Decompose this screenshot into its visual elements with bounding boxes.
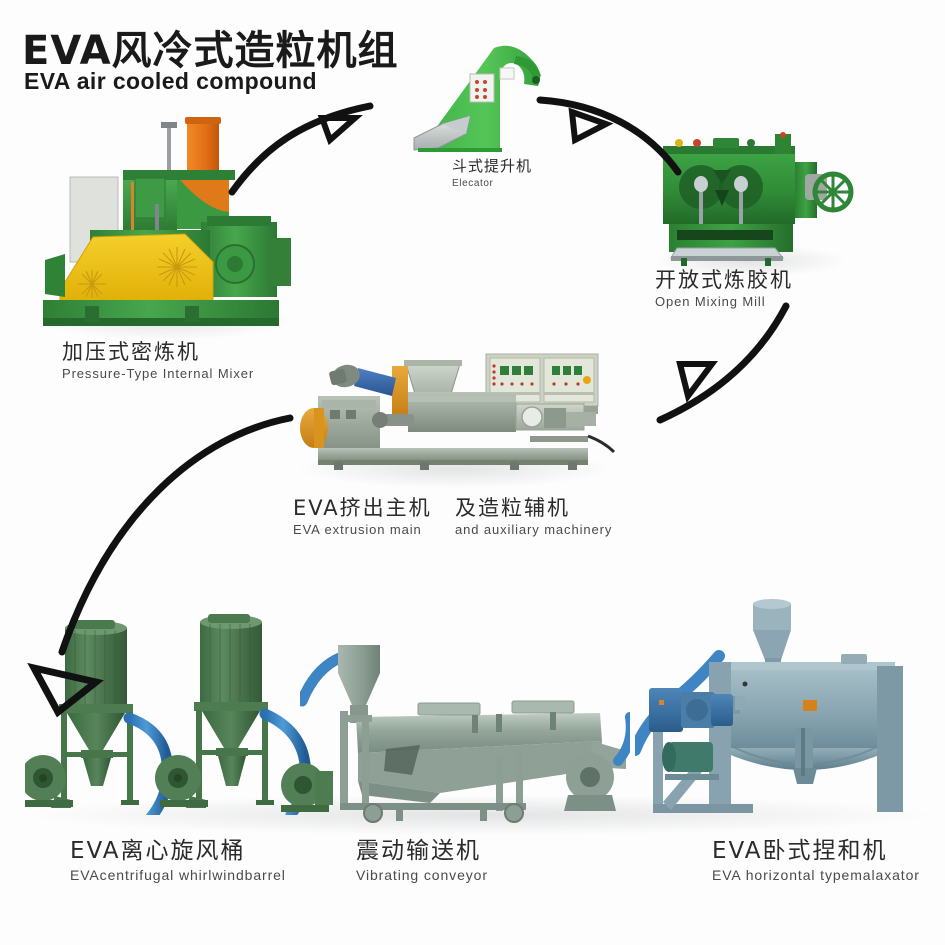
machine-vibrating-conveyor	[300, 645, 630, 825]
caption-cn: EVA离心旋风桶	[70, 838, 246, 864]
caption-en: EVAcentrifugal whirlwindbarrel	[70, 867, 286, 884]
caption-open-mixing-mill: 开放式炼胶机 Open Mixing Mill	[655, 268, 793, 311]
caption-pressure-type-internal-mixer: 加压式密炼机 Pressure-Type Internal Mixer	[62, 340, 254, 383]
caption-cn: 震动输送机	[356, 838, 481, 864]
caption-elevator: 斗式提升机 Elecator	[452, 157, 533, 190]
machine-elevator	[408, 42, 568, 160]
caption-eva-extrusion-main: EVA挤出主机 EVA extrusion main	[293, 496, 432, 539]
caption-cn: 加压式密炼机	[62, 340, 200, 364]
caption-en: Vibrating conveyor	[356, 867, 488, 884]
caption-en: Pressure-Type Internal Mixer	[62, 366, 255, 382]
caption-en: Open Mixing Mill	[655, 294, 766, 310]
machine-open-mixing-mill	[655, 132, 855, 267]
caption-cn: EVA挤出主机	[293, 496, 432, 520]
machine-pressure-type-internal-mixer	[35, 112, 300, 337]
caption-en: EVA horizontal typemalaxator	[712, 867, 920, 884]
caption-en: EVA extrusion main	[293, 522, 422, 538]
caption-auxiliary-machinery: 及造粒辅机 and auxiliary machinery	[455, 496, 612, 539]
caption-en: and auxiliary machinery	[455, 522, 613, 538]
caption-eva-centrifugal-whirlwind-barrel: EVA离心旋风桶 EVAcentrifugal whirlwindbarrel	[70, 838, 286, 885]
caption-eva-horizontal-type-malaxator: EVA卧式捏和机 EVA horizontal typemalaxator	[712, 838, 920, 885]
caption-en: Elecator	[452, 178, 494, 190]
machine-eva-horizontal-type-malaxator	[635, 588, 945, 828]
caption-cn: 开放式炼胶机	[655, 268, 793, 292]
machine-cyclone-partial	[275, 755, 335, 817]
machine-eva-extruder	[300, 352, 615, 477]
caption-vibrating-conveyor: 震动输送机 Vibrating conveyor	[356, 838, 488, 885]
caption-cn: 及造粒辅机	[455, 496, 570, 520]
page-title-english: EVA air cooled compound	[24, 68, 317, 94]
caption-cn: EVA卧式捏和机	[712, 838, 888, 864]
page-title-chinese: EVA风冷式造粒机组	[22, 28, 399, 74]
caption-cn: 斗式提升机	[452, 157, 533, 175]
